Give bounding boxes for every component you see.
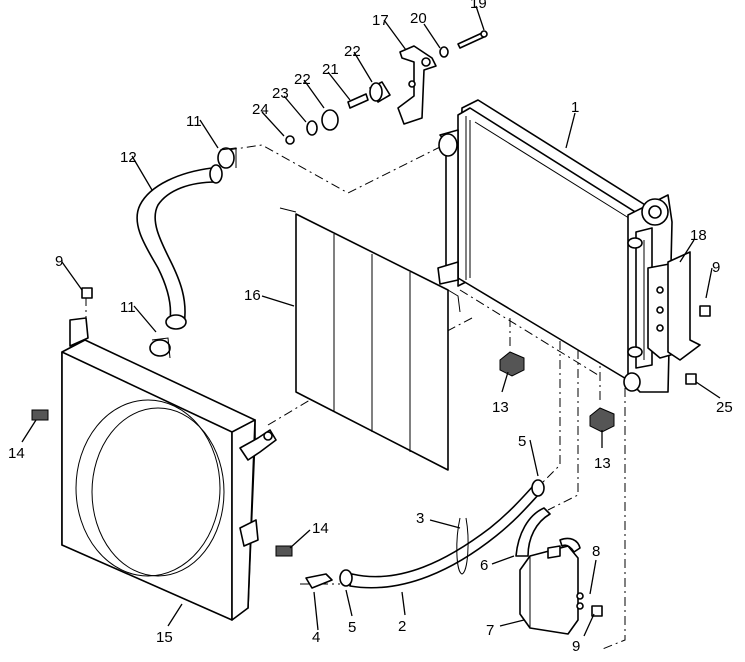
callout-11-upper: 11 [186, 113, 202, 130]
callout-3: 3 [416, 510, 424, 527]
callout-2: 2 [398, 618, 406, 635]
callout-13-left: 13 [492, 399, 509, 416]
callout-20: 20 [410, 10, 427, 27]
fan-shroud [61, 317, 277, 621]
upper-hose [136, 147, 237, 359]
callout-7: 7 [486, 622, 494, 639]
callout-21: 21 [322, 61, 339, 78]
callout-14-right: 14 [312, 520, 329, 537]
callout-22-lower: 22 [294, 71, 311, 88]
rubber-pads [499, 351, 615, 433]
callout-11-lower: 11 [120, 299, 136, 316]
callout-13-right: 13 [594, 455, 611, 472]
callout-17: 17 [372, 12, 389, 29]
callout-8: 8 [592, 543, 600, 560]
callout-5-upper: 5 [518, 433, 526, 450]
mounting-hardware [285, 30, 488, 145]
debris-screen [279, 207, 461, 471]
fasteners [81, 287, 711, 617]
callout-6: 6 [480, 557, 488, 574]
overflow-hose [305, 479, 545, 589]
callout-16: 16 [244, 287, 261, 304]
callout-14-left: 14 [8, 445, 25, 462]
callout-19: 19 [470, 0, 487, 12]
callout-25: 25 [716, 399, 733, 416]
callout-24: 24 [252, 101, 269, 118]
callout-12: 12 [120, 149, 137, 166]
callout-9-right: 9 [712, 259, 720, 276]
leader-lines [21, 5, 721, 637]
callout-9-left: 9 [55, 253, 63, 270]
radiator [437, 99, 689, 393]
coolant-recovery-bottle [515, 507, 584, 635]
callout-4: 4 [312, 629, 320, 646]
upper-bracket [397, 45, 437, 125]
callout-9-bottom: 9 [572, 638, 580, 655]
callout-23: 23 [272, 85, 289, 102]
side-bracket [667, 251, 701, 361]
callouts: 1 2 3 4 5 5 6 7 8 9 9 9 11 11 12 13 13 1… [8, 0, 733, 655]
callout-1: 1 [571, 99, 579, 116]
tags [31, 409, 293, 557]
callout-15: 15 [156, 629, 173, 646]
callout-5-lower: 5 [348, 619, 356, 636]
callout-22-upper: 22 [344, 43, 361, 60]
callout-18: 18 [690, 227, 707, 244]
